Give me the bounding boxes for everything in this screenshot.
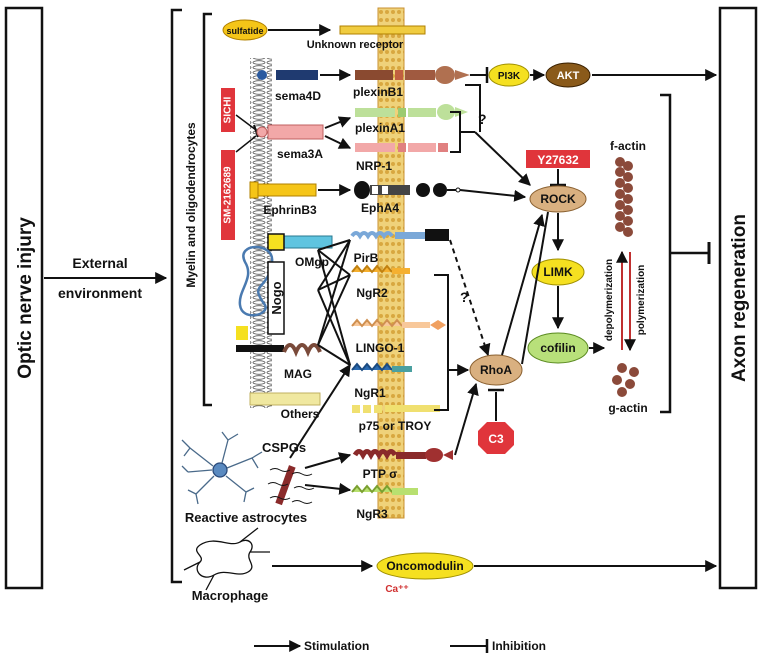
unknown-receptor bbox=[339, 25, 426, 35]
omgp-label: OMgp bbox=[295, 255, 329, 269]
plexinb1-receptor bbox=[355, 66, 470, 84]
y27632-tag bbox=[526, 150, 590, 168]
depolymerization-label: depolymerization bbox=[604, 259, 615, 341]
myelin-bracket bbox=[202, 12, 212, 407]
y27632-label: Y27632 bbox=[537, 153, 579, 167]
optic-nerve-injury-box bbox=[4, 6, 44, 590]
question-mark-sema: ? bbox=[478, 111, 487, 127]
c3-label: C3 bbox=[488, 432, 504, 446]
question-mark-pirb: ? bbox=[460, 289, 469, 305]
ngr3-label: NgR3 bbox=[356, 507, 388, 521]
limk-label: LIMK bbox=[543, 265, 573, 279]
rock-label: ROCK bbox=[540, 192, 576, 206]
macrophage-icon bbox=[183, 527, 270, 591]
p75-troy-label: p75 or TROY bbox=[359, 419, 432, 433]
nogo-ligand bbox=[238, 245, 274, 317]
pirb-receptor bbox=[350, 229, 449, 241]
sema4d-label: sema4D bbox=[275, 89, 321, 103]
omgp-ligand bbox=[283, 235, 333, 249]
lingo1-label: LINGO-1 bbox=[356, 341, 405, 355]
axon-regeneration-label: Axon regeneration bbox=[729, 214, 750, 382]
sema4d-ligand bbox=[276, 70, 318, 80]
reactive-astrocytes-label: Reactive astrocytes bbox=[185, 510, 307, 525]
polymerization-label: polymerization bbox=[636, 265, 647, 336]
sema3a-ligand bbox=[267, 124, 324, 140]
pirb-label: PirB bbox=[354, 251, 379, 265]
ephrinb3-ligand bbox=[257, 183, 317, 197]
nrp1-label: NRP-1 bbox=[356, 159, 392, 173]
ngr3-receptor bbox=[351, 484, 418, 495]
f-actin-label: f-actin bbox=[610, 139, 646, 153]
mag-ligand bbox=[236, 345, 284, 352]
ephrinb3-label: EphrinB3 bbox=[263, 203, 317, 217]
f-actin-filament bbox=[615, 157, 633, 237]
epha4-label: EphA4 bbox=[361, 201, 399, 215]
oncomodulin-node bbox=[376, 552, 474, 580]
nrp1-receptor bbox=[355, 143, 448, 152]
sichi-label: SICHI bbox=[223, 96, 234, 123]
macrophage-label: Macrophage bbox=[192, 588, 269, 603]
rhoa-node bbox=[469, 354, 523, 386]
astrocyte-icon bbox=[181, 431, 263, 505]
akt-node bbox=[545, 62, 591, 88]
c3-tag bbox=[478, 422, 514, 454]
limk-node bbox=[531, 258, 585, 286]
ptp-sigma-label: PTP σ bbox=[363, 467, 398, 481]
g-actin-monomers bbox=[612, 363, 639, 397]
cofilin-node bbox=[527, 332, 589, 364]
unknown-receptor-label: Unknown receptor bbox=[307, 39, 404, 51]
legend-stimulation-label: Stimulation bbox=[304, 639, 369, 653]
plexina1-label: plexinA1 bbox=[355, 121, 405, 135]
ca-label: Ca⁺⁺ bbox=[385, 584, 408, 595]
mag-label: MAG bbox=[284, 367, 312, 381]
ptp-sigma-receptor bbox=[352, 448, 453, 462]
nogo-label: Nogo bbox=[269, 281, 284, 314]
cofilin-label: cofilin bbox=[540, 341, 575, 355]
external-label: External bbox=[72, 255, 127, 271]
axon-regeneration-box bbox=[718, 6, 758, 590]
sulfatide-ligand bbox=[222, 19, 268, 41]
oncomodulin-label: Oncomodulin bbox=[386, 559, 463, 573]
lingo1-receptor bbox=[351, 318, 446, 330]
sulfatide-label: sulfatide bbox=[226, 26, 263, 36]
optic-nerve-injury-label: Optic nerve injury bbox=[15, 217, 36, 379]
ngr1-receptor bbox=[351, 362, 412, 372]
rock-node bbox=[529, 185, 587, 213]
akt-label: AKT bbox=[557, 70, 580, 82]
sema3a-label: sema3A bbox=[277, 147, 323, 161]
myelin-sheath bbox=[250, 58, 272, 408]
plexinb1-label: plexinB1 bbox=[353, 85, 403, 99]
neuronal-membrane bbox=[377, 7, 405, 519]
sm-2162689-label: SM-2162689 bbox=[223, 166, 234, 224]
sm-2162689-tag bbox=[221, 150, 235, 240]
legend-inhibition-label: Inhibition bbox=[492, 639, 546, 653]
rhoa-label: RhoA bbox=[480, 363, 512, 377]
plexina1-receptor bbox=[355, 104, 468, 120]
ngr2-receptor bbox=[351, 264, 410, 274]
ngr2-label: NgR2 bbox=[356, 286, 388, 300]
sichi-tag bbox=[221, 88, 235, 132]
g-actin-label: g-actin bbox=[608, 401, 647, 415]
pi3k-label: PI3K bbox=[498, 71, 521, 82]
pi3k-node bbox=[488, 63, 530, 87]
epha4-receptor bbox=[354, 181, 461, 199]
cspgs-ligand bbox=[267, 465, 315, 506]
myelin-label: Myelin and oligodendrocytes bbox=[184, 122, 198, 288]
others-label: Others bbox=[281, 407, 320, 421]
others-ligand bbox=[249, 392, 321, 406]
p75-troy-receptor bbox=[352, 405, 440, 413]
environment-label: environment bbox=[58, 285, 142, 301]
environment-bracket bbox=[170, 8, 182, 584]
ngr1-label: NgR1 bbox=[354, 386, 386, 400]
